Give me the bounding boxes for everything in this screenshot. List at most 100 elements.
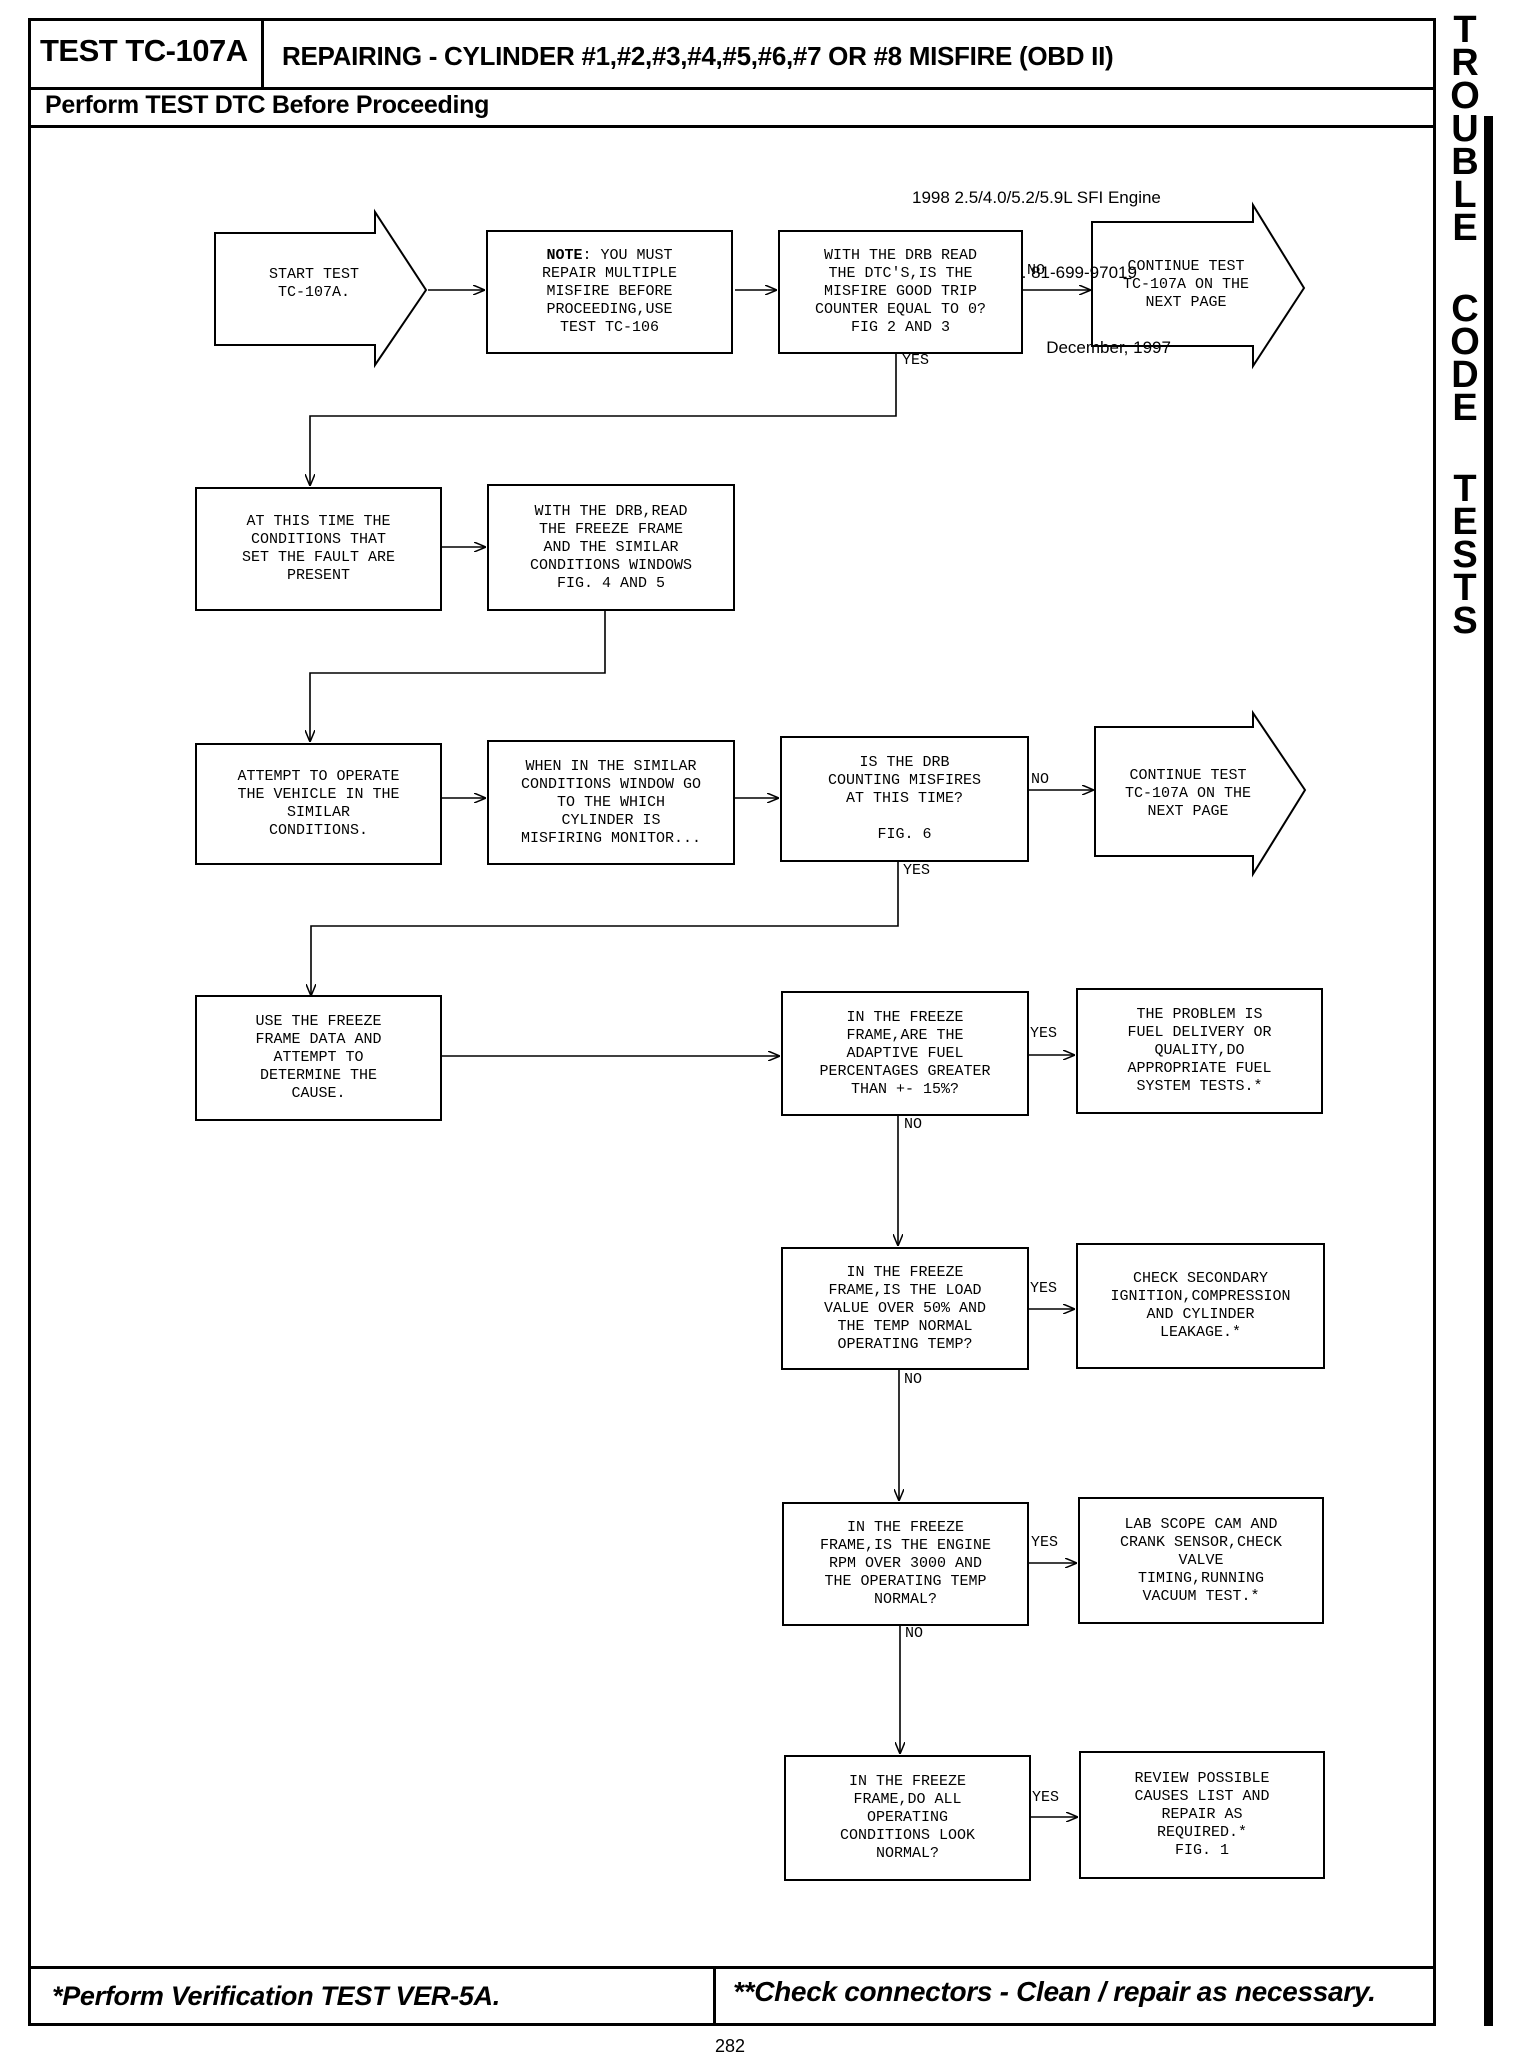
side-letter: E [1452,501,1478,543]
box-line: LAB SCOPE CAM AND [1124,1515,1278,1533]
footer-verification-note: *Perform Verification TEST VER-5A. [52,1981,500,2011]
box-line: FIG. 6 [877,826,932,843]
box-line: VALUE OVER 50% AND [823,1299,987,1317]
box-line: COUNTER EQUAL TO 0? [814,301,987,318]
box-line: WITH THE DRB READ [823,247,978,264]
continue-2-arrow-shape [1094,709,1307,878]
footer-connectors-note: **Check connectors - Clean / repair as n… [733,1976,1376,2007]
no-label: NO [1031,771,1050,788]
box-line: THE DTC'S,IS THE [828,265,973,282]
attempt-operate-box: ATTEMPT TO OPERATE THE VEHICLE IN THE SI… [195,743,442,865]
similar-conditions-window-box: WHEN IN THE SIMILAR CONDITIONS WINDOW GO… [487,740,735,865]
box-line: AND THE SIMILAR [543,538,679,556]
continue-next-page-arrow-2: CONTINUE TEST TC-107A ON THE NEXT PAGE [1104,767,1272,821]
box-line: SET THE FAULT ARE [241,549,396,566]
box-line: NORMAL? [873,1591,937,1608]
side-letter: B [1451,141,1479,183]
box-line: REQUIRED.* [1156,1824,1247,1841]
box-line: FIG. 1 [1174,1842,1229,1859]
box-line: OPERATING [866,1809,948,1826]
box-line: OPERATING TEMP? [837,1335,973,1353]
fuel-delivery-result-box: THE PROBLEM IS FUEL DELIVERY OR QUALITY,… [1076,988,1323,1114]
all-conditions-normal-question: IN THE FREEZE FRAME,DO ALL OPERATING CON… [784,1755,1031,1881]
no-label: NO [904,1371,923,1388]
note-line: REPAIR MULTIPLE [541,265,678,282]
box-line: ATTEMPT TO OPERATE [237,768,400,785]
yes-label: YES [1032,1789,1060,1806]
box-line: ATTEMPT TO [273,1049,364,1066]
continue-1-arrow-shape [1091,201,1306,370]
note-line: TEST TC-106 [559,319,660,336]
box-line: AT THIS TIME THE [246,513,391,530]
conditions-present-box: AT THIS TIME THE CONDITIONS THAT SET THE… [195,487,442,611]
subheader-divider [28,125,1436,128]
box-line: QUALITY,DO [1154,1042,1245,1059]
side-letter: C [1451,288,1479,330]
box-line: CHECK SECONDARY [1132,1270,1269,1287]
box-line: CRANK SENSOR,CHECK [1119,1533,1283,1551]
start-arrow-shape [214,208,428,369]
box-line: USE THE FREEZE [255,1013,382,1030]
box-line: LEAKAGE.* [1159,1324,1241,1341]
side-letter: D [1451,354,1479,396]
box-line: CONDITIONS WINDOW GO [520,775,702,793]
continue-next-page-arrow-1: CONTINUE TEST TC-107A ON THE NEXT PAGE [1102,258,1270,312]
side-letter: E [1452,387,1478,429]
box-line: NORMAL? [875,1845,939,1862]
box-line: RPM OVER 3000 AND [828,1555,983,1572]
box-line: IN THE FREEZE [846,1008,964,1026]
side-letter: O [1450,75,1480,117]
box-line: REPAIR AS [1161,1806,1243,1823]
side-letter: L [1453,174,1477,216]
box-line: CONDITIONS LOOK [839,1827,976,1844]
box-line: IS THE DRB [859,754,950,771]
box-line: SYSTEM TESTS.* [1136,1078,1263,1095]
box-line: FRAME,IS THE LOAD [828,1281,982,1299]
publication-engine: 1998 2.5/4.0/5.2/5.9L SFI Engine [912,188,1161,207]
lab-scope-result-box: LAB SCOPE CAM AND CRANK SENSOR,CHECK VAL… [1078,1497,1324,1624]
box-line: FRAME,DO ALL [853,1791,962,1808]
start-test-arrow: START TEST TC-107A. [240,266,388,302]
note-line: PROCEEDING,USE [546,301,673,318]
box-line: FRAME,ARE THE [846,1026,964,1044]
read-freeze-frame-box: WITH THE DRB,READ THE FREEZE FRAME AND T… [487,484,735,611]
continue-line: TC-107A ON THE [1124,785,1252,802]
note-label: NOTE [546,247,583,264]
box-line: TIMING,RUNNING [1137,1569,1265,1587]
engine-rpm-question: IN THE FREEZE FRAME,IS THE ENGINE RPM OV… [782,1502,1029,1626]
subheader: Perform TEST DTC Before Proceeding [45,91,490,119]
box-line: PRESENT [286,567,350,584]
note-repair-multiple-box: NOTE: YOU MUST REPAIR MULTIPLE MISFIRE B… [486,230,733,354]
continue-line: TC-107A ON THE [1122,276,1250,293]
box-line: CONDITIONS WINDOWS [529,556,693,574]
secondary-ignition-result-box: CHECK SECONDARY IGNITION,COMPRESSION AND… [1076,1243,1325,1369]
box-line: APPROPRIATE FUEL [1127,1060,1272,1077]
box-line: THE OPERATING TEMP [824,1573,987,1590]
start-line: START TEST [268,266,359,283]
box-line: MISFIRE GOOD TRIP [823,283,978,300]
footer-column-divider [713,1966,716,2026]
box-line: CONDITIONS THAT [250,531,387,548]
side-letter: U [1451,108,1479,150]
box-line: ADAPTIVE FUEL [846,1044,964,1062]
continue-line: NEXT PAGE [1147,803,1229,820]
yes-label: YES [902,352,930,369]
box-line: AND CYLINDER [1146,1306,1255,1323]
yes-label: YES [903,862,931,879]
side-letter: T [1453,9,1477,51]
no-label: NO [1027,262,1046,279]
box-line: VACUUM TEST.* [1142,1587,1260,1605]
page-title: REPAIRING - CYLINDER #1,#2,#3,#4,#5,#6,#… [282,41,1114,71]
use-freeze-frame-box: USE THE FREEZE FRAME DATA AND ATTEMPT TO… [195,995,442,1121]
page-number: 282 [715,2036,746,2056]
review-causes-result-box: REVIEW POSSIBLE CAUSES LIST AND REPAIR A… [1079,1751,1325,1879]
box-line: MISFIRING MONITOR... [520,829,702,847]
box-line: THE FREEZE FRAME [538,520,684,538]
side-letter: S [1452,600,1478,642]
box-line: IN THE FREEZE [848,1773,967,1790]
counting-misfires-question: IS THE DRB COUNTING MISFIRES AT THIS TIM… [780,736,1029,862]
start-line: TC-107A. [277,284,350,301]
box-line: IN THE FREEZE [846,1519,965,1536]
box-line: THAN +- 15%? [850,1080,960,1098]
